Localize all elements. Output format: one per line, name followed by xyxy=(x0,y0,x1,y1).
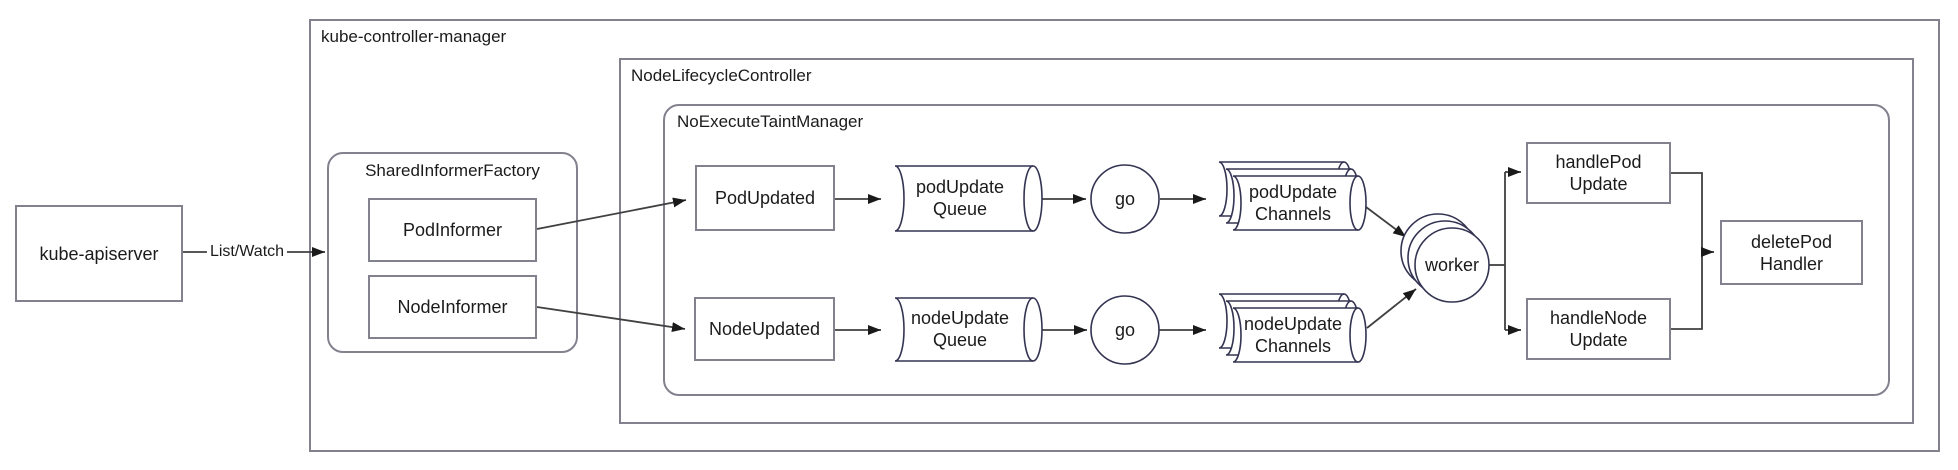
shared-informer-factory-label: SharedInformerFactory xyxy=(365,161,540,180)
node-handle-pod-update: handlePod Update xyxy=(1526,142,1671,204)
no-execute-taint-manager-label: NoExecuteTaintManager xyxy=(677,112,864,131)
node-pod-updated: PodUpdated xyxy=(695,165,835,231)
node-delete-pod-handler: deletePod Handler xyxy=(1720,220,1863,285)
node-kube-apiserver: kube-apiserver xyxy=(15,205,183,302)
node-lifecycle-controller-label: NodeLifecycleController xyxy=(631,66,812,85)
container-no-execute-taint-manager xyxy=(663,104,1890,396)
kube-controller-manager-label: kube-controller-manager xyxy=(321,27,507,46)
node-node-updated: NodeUpdated xyxy=(694,297,835,361)
node-handle-node-update: handleNode Update xyxy=(1526,298,1671,360)
node-pod-informer: PodInformer xyxy=(368,198,537,262)
container-kube-controller-manager xyxy=(309,19,1940,452)
list-watch-label: List/Watch xyxy=(206,243,288,261)
container-shared-informer-factory xyxy=(327,152,578,353)
container-node-lifecycle-controller xyxy=(619,58,1914,424)
node-node-informer: NodeInformer xyxy=(368,275,537,339)
